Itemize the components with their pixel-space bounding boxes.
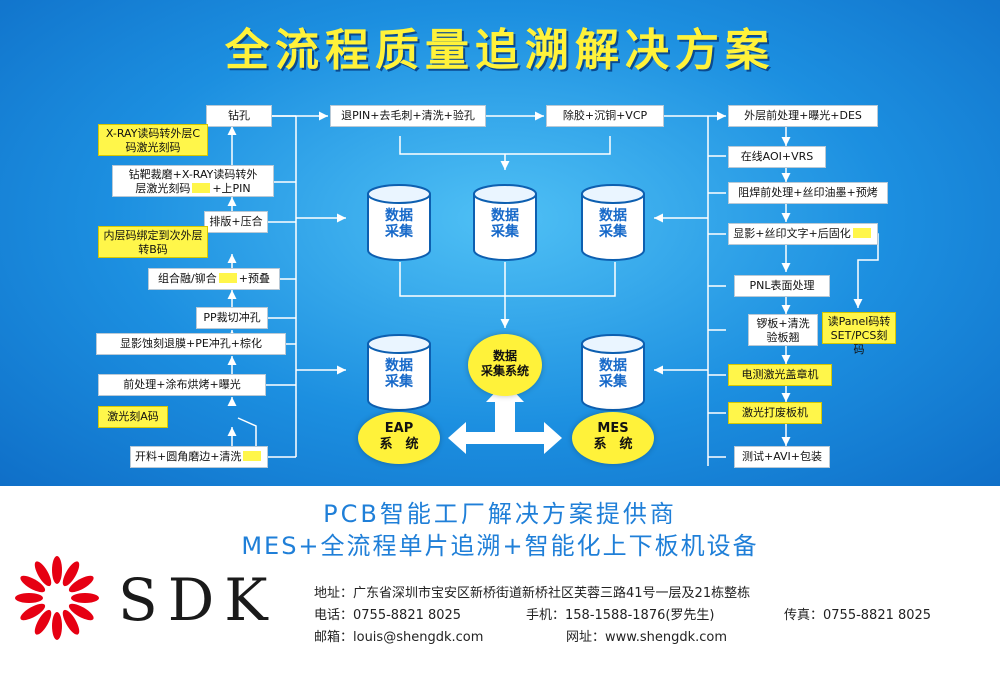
cyl-label-1: 数据	[385, 208, 413, 224]
data-collect-cylinder: 数据采集	[366, 184, 432, 262]
cylinder-icon	[367, 334, 431, 411]
step-pth: 除胶+沉铜+VCP	[546, 105, 664, 127]
step-etest-stamp: 电测激光盖章机	[728, 364, 832, 386]
cyl-label-2: 采集	[385, 224, 413, 240]
data-collect-cylinder: 数据采集	[580, 184, 646, 262]
step-target-drill-line2: 层激光刻码	[135, 182, 191, 195]
mes-line1: MES	[597, 421, 629, 436]
cyl-label-1: 数据	[599, 208, 627, 224]
step-final-test: 测试+AVI+包装	[734, 446, 830, 468]
yellow-marker	[243, 451, 262, 461]
email: 邮箱：louis@shengdk.com	[314, 630, 484, 645]
eap-line2: 系 统	[379, 437, 419, 452]
step-fusion: 组合融/铆合 +预叠	[148, 268, 280, 290]
address: 地址：广东省深圳市宝安区新桥街道新桥社区芙蓉三路41号一层及21栋整栋	[314, 586, 751, 601]
step-laser-a-code: 激光刻A码	[98, 406, 168, 428]
step-develop-print-text: 显影+丝印文字+后固化	[733, 227, 851, 240]
step-drill: 钻孔	[206, 105, 272, 127]
step-fusion-text2: +预叠	[238, 272, 270, 285]
step-route-line2: 验板翘	[766, 331, 800, 344]
step-xray-laser-code: X-RAY读码转外层C码激光刻码	[98, 124, 208, 156]
sdk-flower-logo-icon	[15, 556, 99, 640]
cylinder-icon	[581, 334, 645, 411]
sdk-logo-text: SDK	[118, 566, 278, 634]
cyl-label-1: 数据	[491, 208, 519, 224]
step-target-drill-line1: 钻靶裁磨+X-RAY读码转外	[128, 168, 258, 181]
data-collect-cylinder: 数据采集	[580, 334, 646, 412]
eap-line1: EAP	[384, 421, 414, 436]
cylinder-icon	[473, 184, 537, 261]
mobile: 手机：158-1588-1876(罗先生)	[526, 608, 715, 623]
step-pp-cut: PP裁切冲孔	[196, 307, 268, 329]
phone: 电话：0755-8821 8025	[314, 608, 462, 623]
step-des-pe: 显影蚀刻退膜+PE冲孔+棕化	[96, 333, 286, 355]
step-aoi: 在线AOI+VRS	[728, 146, 826, 168]
cylinder-icon	[367, 184, 431, 261]
step-target-drill-line3: +上PIN	[212, 182, 251, 195]
yellow-marker	[852, 228, 871, 238]
diagram-panel: 全流程质量追溯解决方案 钻孔 X-RAY读码转外层C码激光刻码 钻靶裁磨+X-R…	[0, 0, 1000, 486]
cyl-label-2: 采集	[599, 224, 627, 240]
cyl-label-2: 采集	[599, 374, 627, 390]
step-cut-clean-text: 开料+圆角磨边+清洗	[135, 450, 242, 463]
yellow-marker	[218, 273, 237, 283]
step-route-line1: 锣板+清洗	[756, 317, 810, 330]
data-collect-cylinder: 数据采集	[366, 334, 432, 412]
step-inner-code: 内层码绑定到次外层转B码	[98, 226, 208, 258]
cyl-label-1: 数据	[599, 358, 627, 374]
data-collection-system: 数据采集系统	[468, 334, 542, 396]
mes-line2: 系 统	[593, 437, 633, 452]
system-line1: 数据	[492, 349, 517, 363]
yellow-marker	[192, 183, 211, 193]
cylinder-icon	[581, 184, 645, 261]
step-outer-layer: 外层前处理+曝光+DES	[728, 105, 878, 127]
footer: PCB智能工厂解决方案提供商 MES+全流程单片追溯+智能化上下板机设备 SDK…	[0, 486, 1000, 675]
step-fusion-text: 组合融/铆合	[158, 272, 217, 285]
step-pretreat: 前处理+涂布烘烤+曝光	[98, 374, 266, 396]
tagline-1: PCB智能工厂解决方案提供商	[323, 500, 677, 528]
cyl-label-1: 数据	[385, 358, 413, 374]
step-cut-clean: 开料+圆角磨边+清洗	[130, 446, 268, 468]
step-solder-mask: 阻焊前处理+丝印油墨+预烤	[728, 182, 888, 204]
data-collect-cylinder: 数据采集	[472, 184, 538, 262]
step-target-drill: 钻靶裁磨+X-RAY读码转外 层激光刻码 +上PIN	[112, 165, 274, 197]
step-desmear: 退PIN+去毛刺+清洗+验孔	[330, 105, 486, 127]
step-laser-scrap: 激光打废板机	[728, 402, 822, 424]
step-layup-press: 排版+压合	[204, 211, 268, 233]
tagline-2: MES+全流程单片追溯+智能化上下板机设备	[241, 532, 759, 560]
step-route-clean: 锣板+清洗 验板翘	[748, 314, 818, 346]
cyl-label-2: 采集	[385, 374, 413, 390]
flow-lines	[227, 111, 863, 446]
fax: 传真：0755-8821 8025	[784, 608, 932, 623]
step-panel-code: 读Panel码转SET/PCS刻码	[822, 312, 896, 356]
step-pnl-surface: PNL表面处理	[734, 275, 830, 297]
website: 网址：www.shengdk.com	[566, 630, 728, 645]
system-line2: 采集系统	[480, 364, 529, 378]
step-develop-print: 显影+丝印文字+后固化	[728, 223, 878, 245]
cyl-label-2: 采集	[491, 224, 519, 240]
page-title: 全流程质量追溯解决方案	[225, 25, 775, 76]
